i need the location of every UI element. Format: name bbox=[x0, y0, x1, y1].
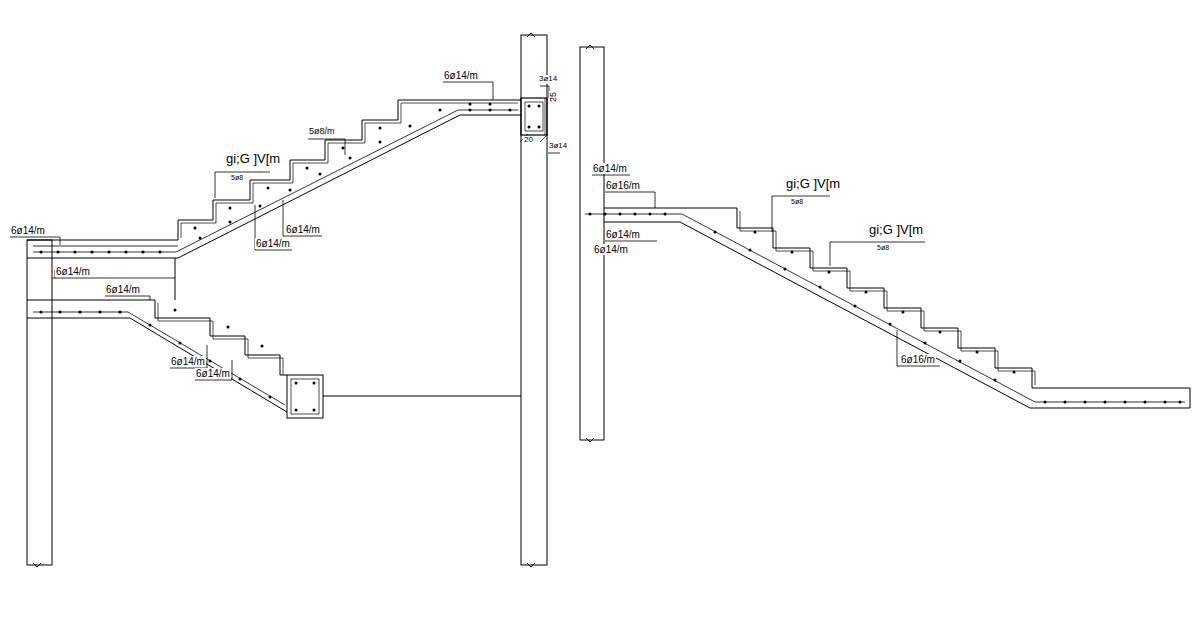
rebar-label: 6ø14/m bbox=[592, 163, 628, 174]
beam bbox=[287, 375, 323, 418]
flight-outline bbox=[604, 208, 1190, 408]
step-rebar bbox=[158, 303, 283, 375]
rebar-label: 6ø14/m bbox=[255, 238, 291, 249]
rebar-label: 6ø14/m bbox=[443, 70, 479, 81]
rebar-label: 6ø14/m bbox=[593, 244, 629, 255]
break-mark bbox=[33, 563, 41, 567]
upper-flight-steps bbox=[27, 100, 521, 240]
rebar-label: 6ø14/m bbox=[10, 225, 46, 236]
slab-rebar bbox=[33, 110, 518, 252]
step-rebar bbox=[740, 211, 1035, 385]
rebar-label: 6ø14/m bbox=[195, 368, 231, 379]
rebar-label: 20 bbox=[523, 136, 534, 145]
rebar-label: 6ø14/m bbox=[170, 356, 206, 367]
rebar-label: gi;G ]V[m bbox=[225, 152, 281, 166]
rebar-label: 6ø16/m bbox=[900, 354, 936, 365]
beam-line bbox=[323, 396, 521, 397]
rebar-dots bbox=[41, 104, 539, 410]
lower-flight-steps bbox=[27, 300, 287, 375]
rebar-label: 3ø14 bbox=[538, 75, 558, 84]
beam bbox=[521, 98, 547, 135]
rebar-label: gi;G ]V[m bbox=[868, 223, 924, 237]
rebar-label: gi;G ]V[m bbox=[785, 177, 841, 191]
leader-line bbox=[592, 175, 940, 366]
rebar-label: 6ø14/m bbox=[605, 229, 641, 240]
slab-rebar bbox=[33, 246, 178, 247]
rebar-label: 5ø8 bbox=[790, 198, 804, 206]
break-mark bbox=[527, 33, 535, 567]
rebar-label: 6ø16/m bbox=[605, 180, 641, 191]
step-rebar bbox=[181, 103, 518, 238]
rebar-label: 6ø14/m bbox=[105, 284, 141, 295]
rebar-label: 25 bbox=[549, 91, 559, 103]
upper-flight-soffit bbox=[27, 115, 521, 258]
landing-edge bbox=[175, 258, 176, 300]
leader-line bbox=[10, 82, 560, 380]
rebar-label: 5ø8 bbox=[230, 174, 244, 182]
rebar-label: 6ø14/m bbox=[55, 266, 91, 277]
rebar-label: 6ø14/m bbox=[285, 224, 321, 235]
column bbox=[521, 35, 547, 565]
rebar-label: 3ø14 bbox=[548, 142, 568, 151]
slab-rebar bbox=[52, 278, 175, 279]
rebar-label: 5ø8 bbox=[876, 244, 890, 252]
column bbox=[27, 240, 52, 565]
slab-rebar bbox=[33, 312, 285, 405]
lower-flight-soffit bbox=[27, 318, 287, 412]
rebar-label: 5ø8/m bbox=[308, 127, 336, 137]
